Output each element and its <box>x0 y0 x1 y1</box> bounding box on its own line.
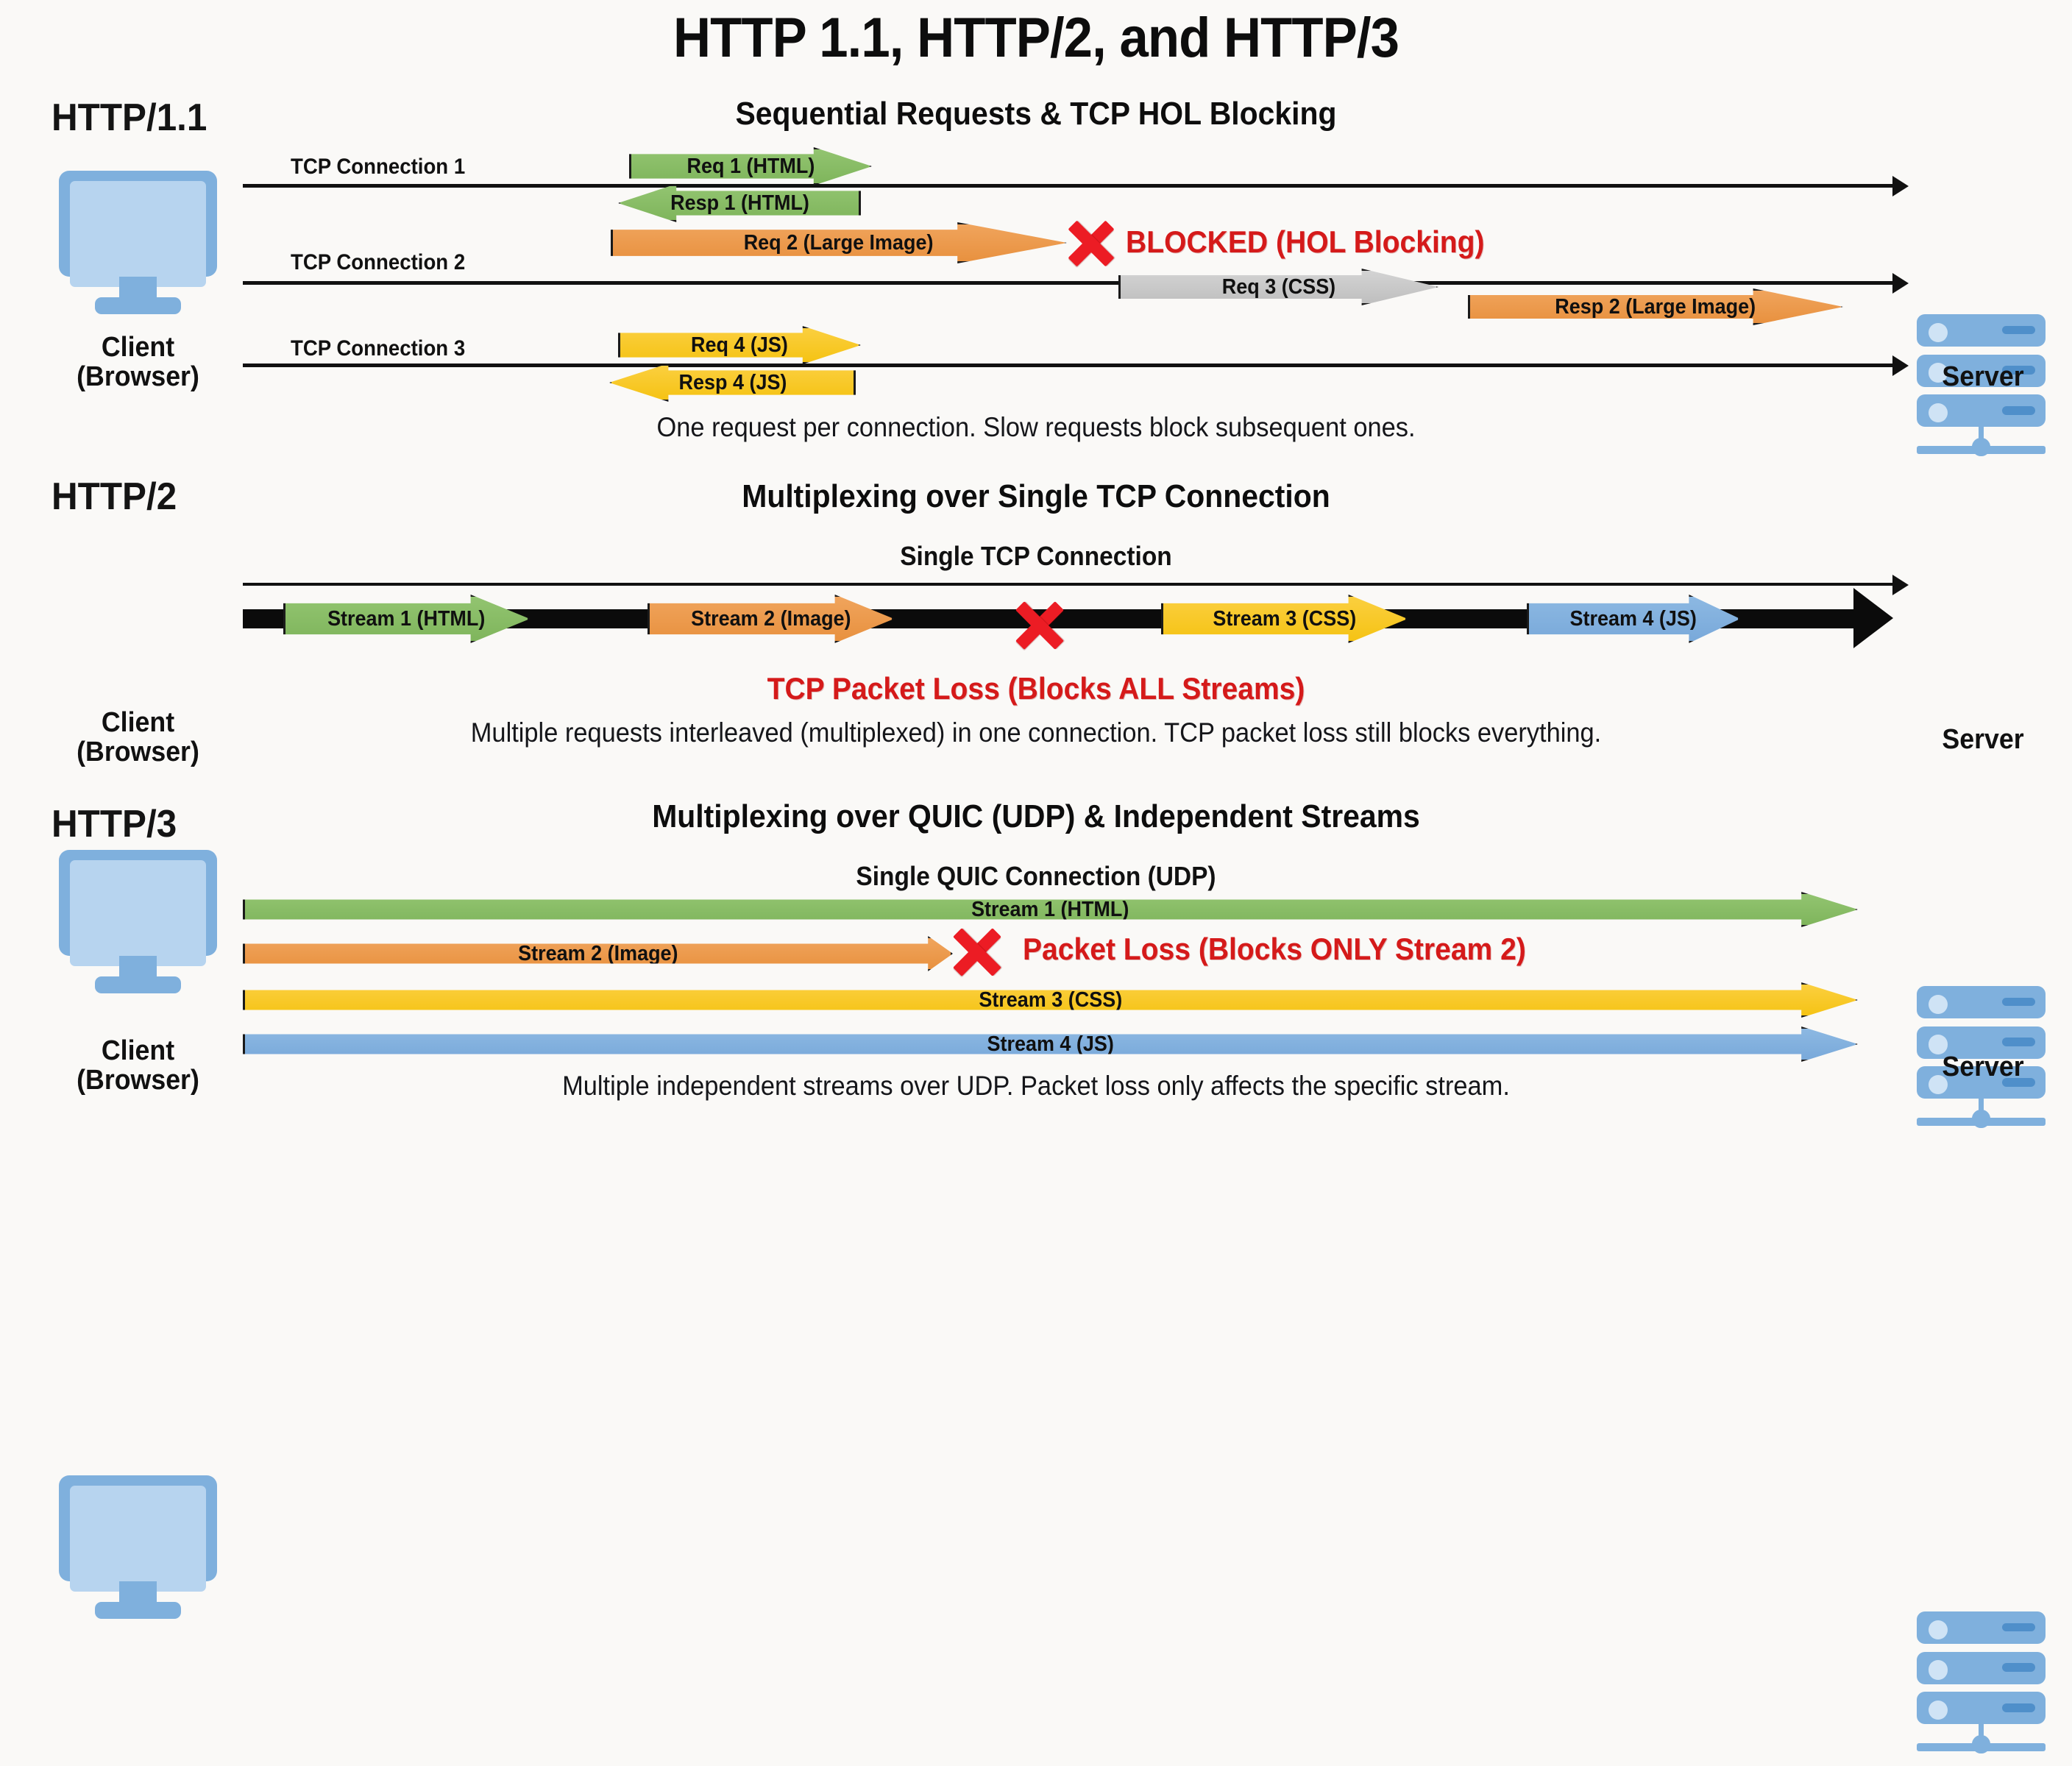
client-monitor-icon-http11 <box>59 171 217 314</box>
blocked-x-icon-http11 <box>1065 217 1118 270</box>
protocol-label-http11: HTTP/1.1 <box>52 96 207 139</box>
http2-top-line <box>243 575 1909 595</box>
arrow-stream-3-css-http3: Stream 3 (CSS) <box>243 982 1858 1018</box>
tcp-connection-1-label: TCP Connection 1 <box>291 155 466 179</box>
client-monitor-icon-http2 <box>59 850 217 993</box>
caption-http11: One request per connection. Slow request… <box>656 412 1416 442</box>
server-icon-http11 <box>1917 314 2046 469</box>
client-label-http2: Client (Browser) <box>77 707 199 768</box>
server-icon-http2 <box>1917 986 2046 1141</box>
arrow-req-1-html: Req 1 (HTML) <box>629 147 872 185</box>
tcp-connection-1-line <box>243 176 1909 196</box>
arrow-resp-2-large-image: Resp 2 (Large Image) <box>1468 288 1843 325</box>
arrow-stream-4-js-http3: Stream 4 (JS) <box>243 1026 1858 1062</box>
page-title: HTTP 1.1, HTTP/2, and HTTP/3 <box>673 7 1399 69</box>
arrow-resp-4-js: Resp 4 (JS) <box>609 364 856 402</box>
protocol-label-http2: HTTP/2 <box>52 475 177 518</box>
arrow-req-4-js: Req 4 (JS) <box>618 326 861 364</box>
packet-loss-annotation-http3: Packet Loss (Blocks ONLY Stream 2) <box>1023 932 1526 966</box>
arrow-stream-1-html-http2: Stream 1 (HTML) <box>283 595 530 643</box>
server-label-http2: Server <box>1942 724 2024 755</box>
arrow-stream-2-image-http2: Stream 2 (Image) <box>648 595 894 643</box>
arrow-req-3-css: Req 3 (CSS) <box>1118 269 1438 305</box>
blocked-annotation-http11: BLOCKED (HOL Blocking) <box>1126 224 1485 259</box>
tcp-connection-3-line <box>243 355 1909 376</box>
packet-loss-x-icon-http3 <box>949 924 1005 980</box>
server-label-http11: Server <box>1942 361 2024 392</box>
arrow-stream-2-image-http3: Stream 2 (Image) <box>243 936 953 971</box>
client-monitor-icon-http3 <box>59 1475 217 1619</box>
tcp-connection-3-label: TCP Connection 3 <box>291 336 466 361</box>
diagram-canvas: HTTP 1.1, HTTP/2, and HTTP/3 HTTP/1.1 Se… <box>52 7 2046 1753</box>
arrow-req-2-large-image: Req 2 (Large Image) <box>611 222 1067 263</box>
section-heading-http3: Multiplexing over QUIC (UDP) & Independe… <box>652 798 1420 834</box>
section-heading-http11: Sequential Requests & TCP HOL Blocking <box>735 96 1337 132</box>
arrow-stream-3-css-http2: Stream 3 (CSS) <box>1161 595 1408 643</box>
tcp-connection-2-label: TCP Connection 2 <box>291 250 466 274</box>
single-tcp-connection-label: Single TCP Connection <box>900 541 1172 571</box>
packet-loss-x-icon-http2 <box>1012 597 1068 653</box>
server-icon-http3 <box>1917 1611 2046 1766</box>
packet-loss-annotation-http2: TCP Packet Loss (Blocks ALL Streams) <box>767 671 1305 706</box>
arrow-resp-1-html: Resp 1 (HTML) <box>618 184 861 222</box>
single-quic-connection-label: Single QUIC Connection (UDP) <box>856 861 1216 891</box>
protocol-label-http3: HTTP/3 <box>52 803 177 845</box>
caption-http3: Multiple independent streams over UDP. P… <box>562 1071 1510 1101</box>
section-heading-http2: Multiplexing over Single TCP Connection <box>742 478 1330 514</box>
client-label-http3: Client (Browser) <box>77 1035 199 1096</box>
tcp-connection-2-line <box>243 273 1909 294</box>
server-label-http3: Server <box>1942 1052 2024 1082</box>
client-label-http11: Client (Browser) <box>77 332 199 393</box>
arrow-stream-4-js-http2: Stream 4 (JS) <box>1527 595 1740 643</box>
caption-http2: Multiple requests interleaved (multiplex… <box>470 717 1602 748</box>
arrow-stream-1-html-http3: Stream 1 (HTML) <box>243 892 1858 927</box>
